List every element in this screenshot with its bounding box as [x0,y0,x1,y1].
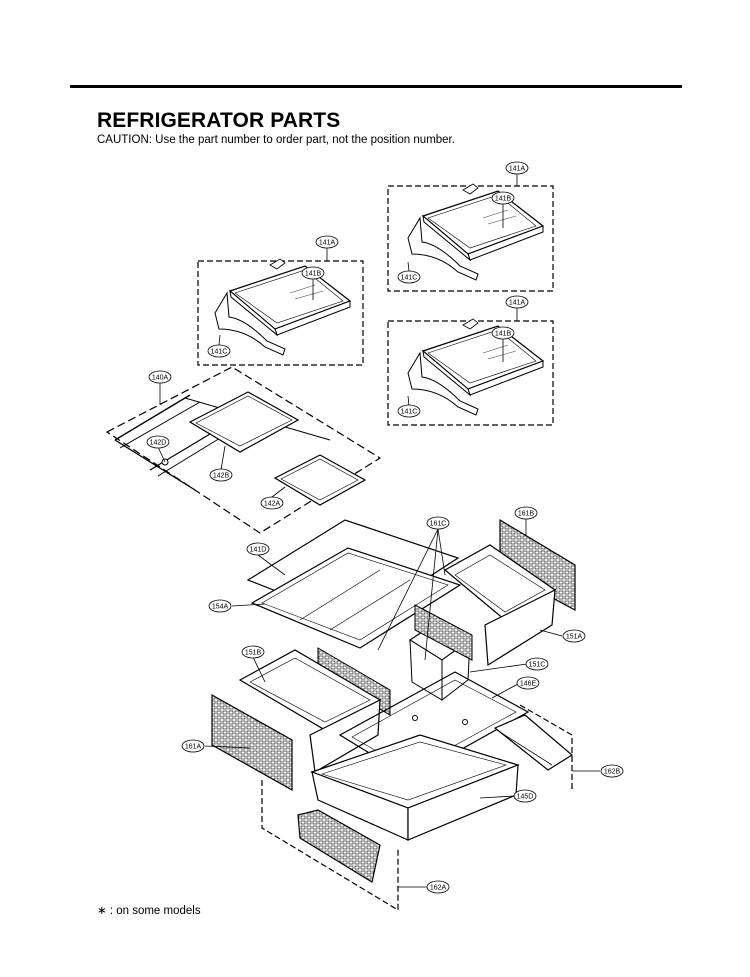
svg-text:141A: 141A [319,240,336,247]
callout-161C: 161C [426,516,450,530]
svg-text:141A: 141A [509,166,526,173]
callout-141B-2: 141B [301,266,325,280]
svg-text:141C: 141C [401,409,418,416]
callout-151B: 151B [241,645,265,659]
svg-text:161C: 161C [430,521,447,528]
svg-text:141D: 141D [250,547,267,554]
callout-141C-2: 141C [207,344,231,358]
callout-146E: 146E [516,676,540,690]
callout-141D: 141D [246,542,270,556]
callout-154A: 154A [208,599,232,613]
callout-142A: 142A [260,496,284,510]
crisper-drawer-middle [408,604,473,702]
svg-text:151A: 151A [566,634,583,641]
svg-text:161A: 161A [185,744,202,751]
callout-161A: 161A [181,739,205,753]
svg-text:141C: 141C [401,275,418,282]
callout-142B: 142B [209,468,233,482]
svg-text:151B: 151B [245,650,262,657]
svg-text:142A: 142A [264,501,281,508]
svg-text:141B: 141B [495,196,512,203]
crisper-cover [246,519,462,649]
callout-151A: 151A [562,629,586,643]
callout-162A: 162A [426,880,450,894]
callout-141B-1: 141B [491,191,515,205]
svg-text:145D: 145D [517,794,534,801]
callout-161B: 161B [514,506,538,520]
svg-text:141A: 141A [509,300,526,307]
callout-141A-2: 141A [315,235,339,249]
callout-145D: 145D [513,789,537,803]
callout-140A: 140A [148,370,172,384]
callout-141A-3: 141A [505,295,529,309]
svg-text:162A: 162A [430,885,447,892]
shelf-assembly-middle-left [197,258,364,366]
svg-text:140A: 140A [152,375,169,382]
folding-shelf-assembly [105,366,382,534]
svg-text:141B: 141B [495,331,512,338]
svg-text:146E: 146E [520,681,537,688]
callout-141C-1: 141C [397,270,421,284]
shelf-assembly-middle-right [387,318,554,426]
callout-141B-3: 141B [491,326,515,340]
crisper-drawer-left [211,647,391,792]
caution-note: CAUTION: Use the part number to order pa… [97,134,455,146]
page-title: REFRIGERATOR PARTS [97,109,341,132]
drawer-divider [261,780,399,912]
crisper-drawer-right [443,518,576,667]
callout-141C-3: 141C [397,404,421,418]
footnote: ∗ : on some models [97,905,201,917]
drawer-rail-right [493,704,574,790]
callout-151C: 151C [525,657,549,671]
svg-text:161B: 161B [518,511,535,518]
callout-142D: 142D [146,435,170,449]
callout-141A-1: 141A [505,161,529,175]
svg-text:141B: 141B [305,271,322,278]
svg-text:151C: 151C [529,662,546,669]
svg-text:141C: 141C [211,349,228,356]
svg-text:154A: 154A [212,604,229,611]
shelf-assembly-upper-right [387,183,554,292]
callout-162B: 162B [600,764,624,778]
header-rule [70,85,682,88]
svg-text:162B: 162B [604,769,621,776]
svg-text:142B: 142B [213,473,230,480]
pantry-drawer [310,734,520,841]
svg-text:142D: 142D [150,440,167,447]
